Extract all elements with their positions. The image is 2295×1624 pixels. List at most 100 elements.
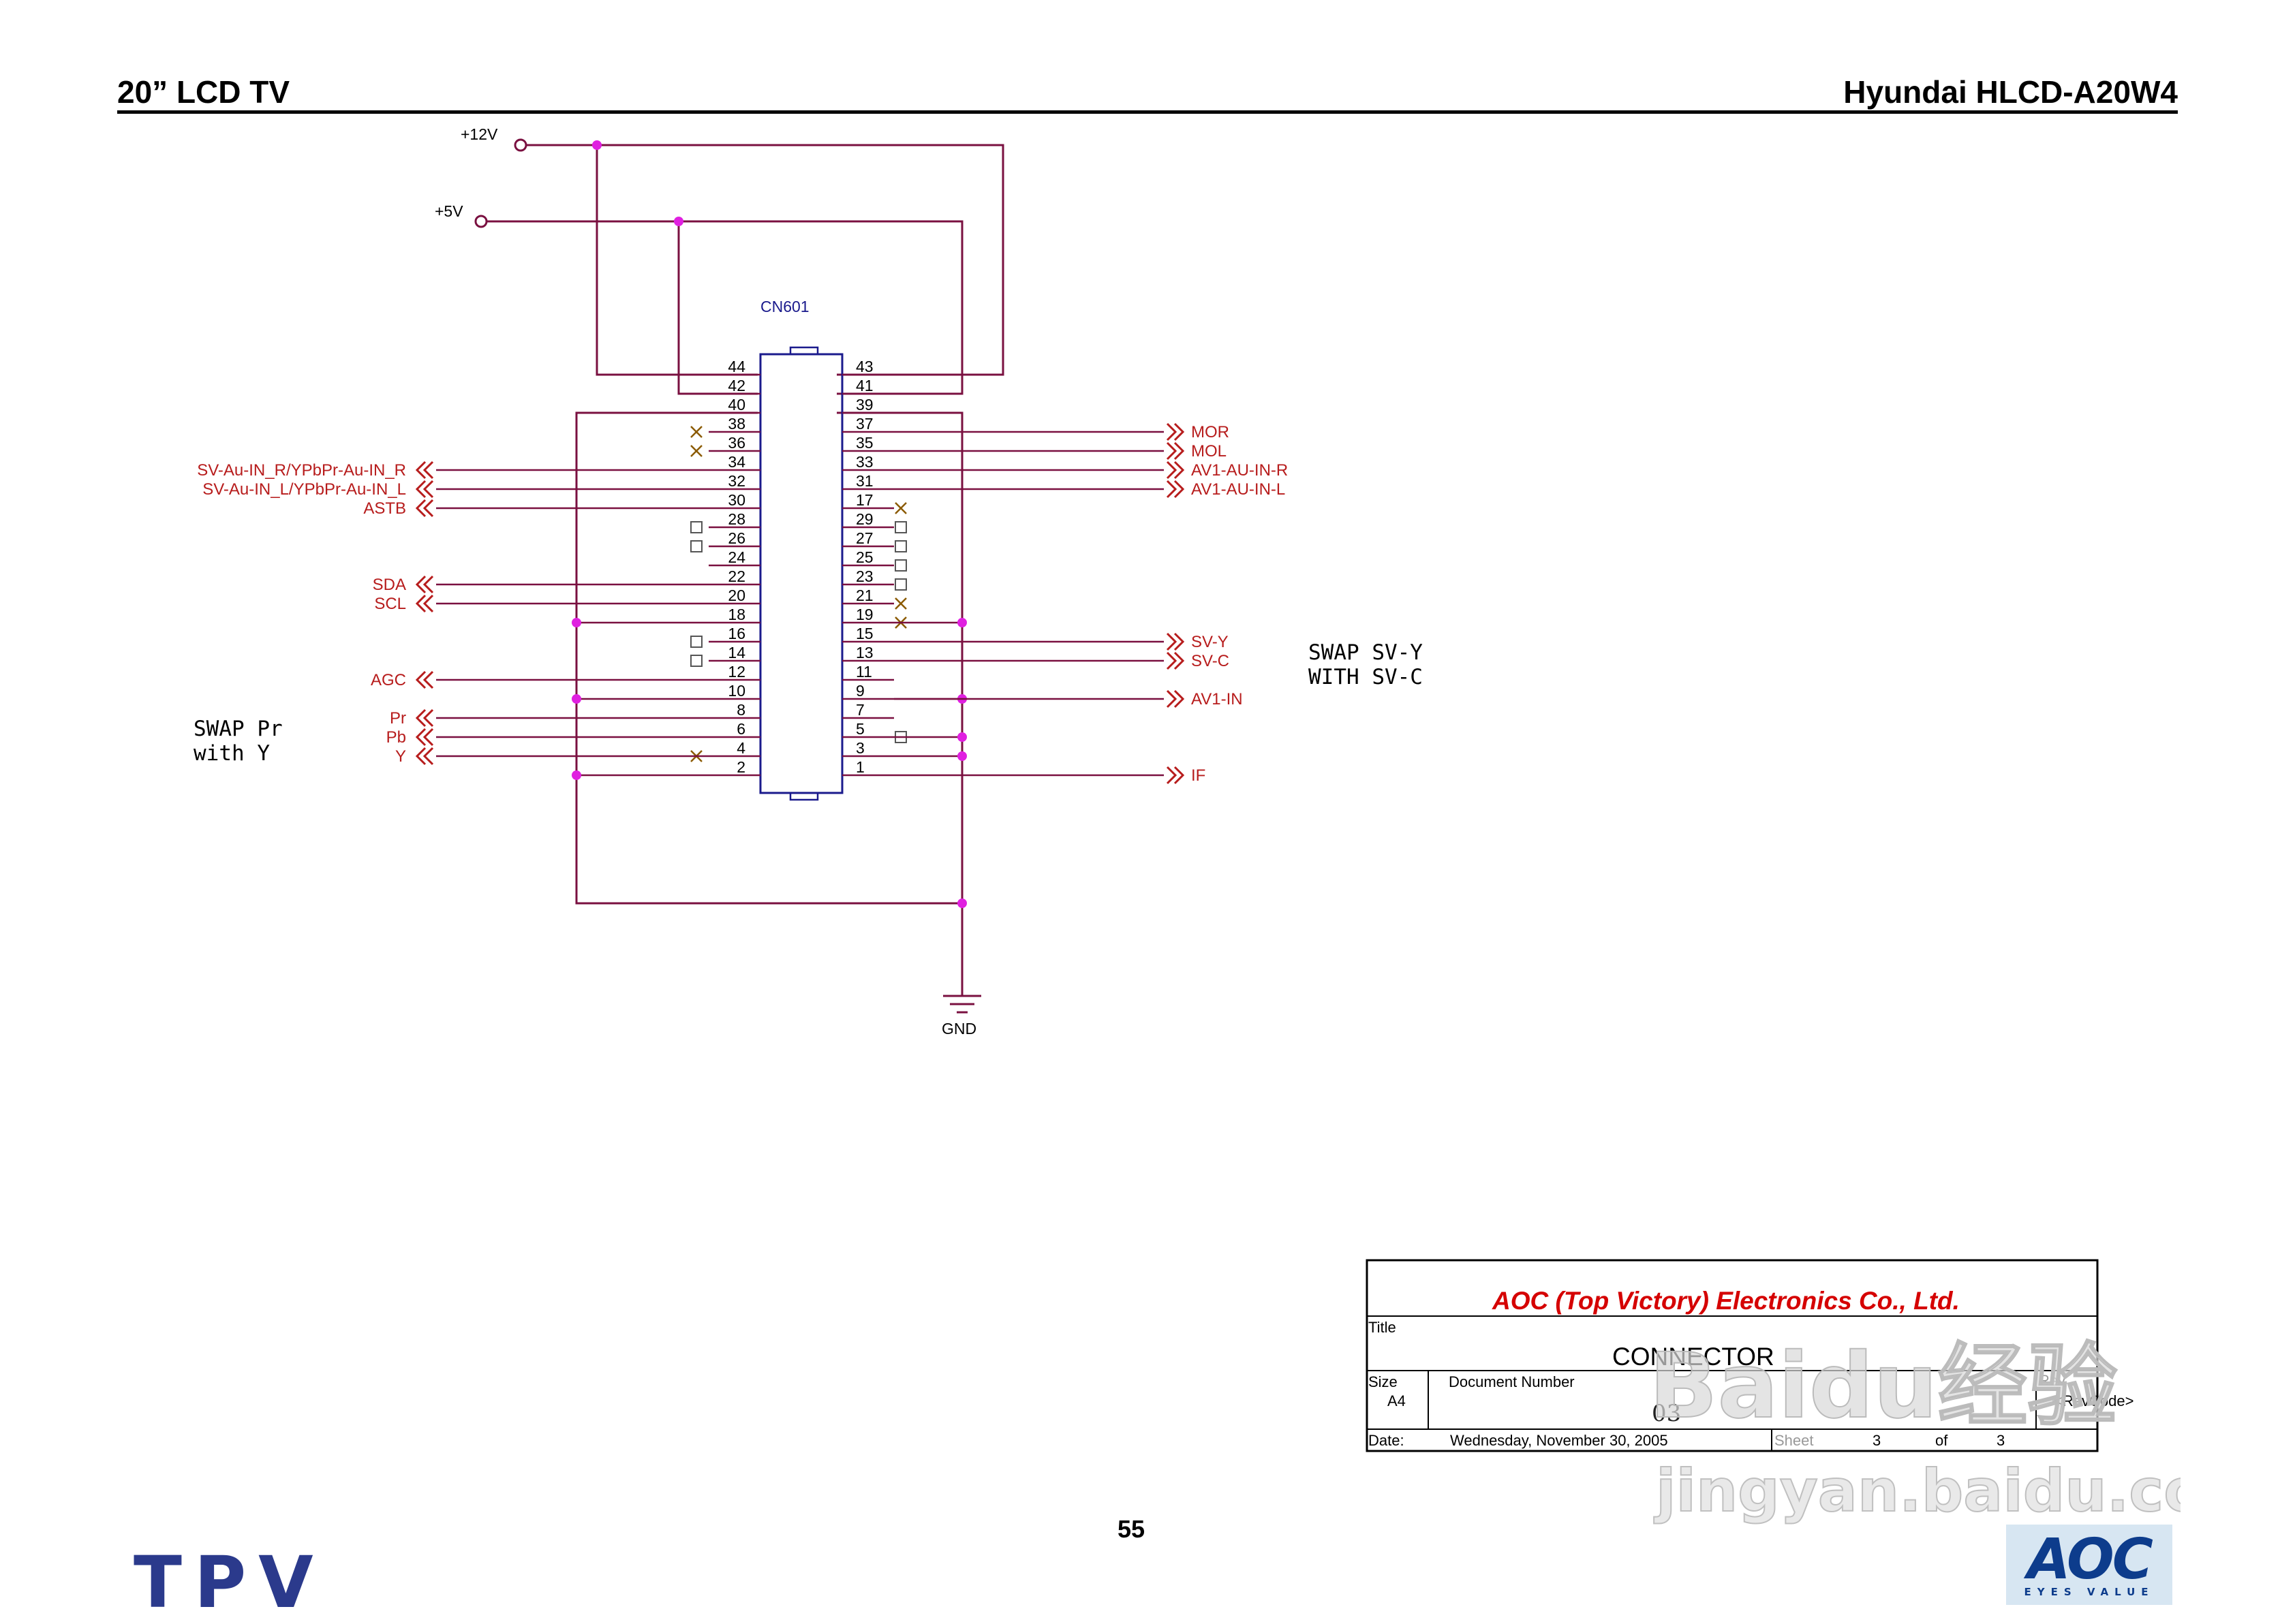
note-swap-sv-line1: SWAP SV-Y [1308,640,1423,665]
title-block-date: Wednesday, November 30, 2005 [1450,1432,1668,1449]
title-block-title-caption: Title [1368,1319,1396,1336]
pin-number-right: 21 [856,587,874,604]
signal-label-left: Y [395,747,406,766]
junction-dot [957,618,967,627]
junction-dot [957,899,967,908]
offpage-connector-icon [415,670,434,689]
note-swap-pr-line1: SWAP Pr [194,717,283,741]
signal-nets: SV-Au-IN_R/YPbPr-Au-IN_RSV-Au-IN_L/YPbPr… [197,422,1288,785]
pin-number-left: 14 [728,644,745,661]
note-swap-sv-line2: WITH SV-C [1308,665,1423,689]
offpage-connector-icon [415,728,434,747]
signal-label-right: AV1-IN [1191,690,1243,708]
pin-number-right: 1 [856,758,865,776]
pin-number-left: 30 [728,491,745,509]
pin-number-left: 34 [728,453,745,471]
watermark-line2: jingyan.baidu.com [1654,1457,2181,1525]
no-connect-mark [690,445,703,457]
pin-number-right: 43 [856,358,874,375]
junction-dot [572,618,581,627]
pin-number-right: 39 [856,396,874,413]
open-pin-mark [895,578,907,591]
ground-network: GND [575,411,981,1037]
pin-number-left: 12 [728,663,745,681]
title-block-date-caption: Date: [1368,1432,1404,1449]
signal-label-left: SCL [374,595,406,613]
pin-number-right: 9 [856,682,865,700]
pin-number-left: 36 [728,434,745,452]
junction-dot [957,732,967,742]
pin-number-right: 33 [856,453,874,471]
signal-label-left: SDA [373,576,406,594]
pin-number-right: 7 [856,701,865,719]
pin-number-right: 29 [856,510,874,528]
power-label-5v: +5V [435,202,463,220]
connector-cn601: CN601 [759,298,844,801]
offpage-connector-icon [1166,632,1185,651]
connector-pins: 4442403836343230282624222018161412108642… [572,358,967,780]
pin-number-left: 24 [728,548,745,566]
pin-number-left: 42 [728,377,745,394]
open-pin-mark [690,521,703,533]
signal-label-left: Pb [386,728,406,747]
pin-number-left: 8 [737,701,745,719]
title-block-sheet-total: 3 [1997,1432,2005,1449]
offpage-connector-icon [1166,651,1185,670]
junction-dot [957,751,967,761]
pin-number-right: 31 [856,472,874,490]
ground-label: GND [942,1020,976,1037]
pin-number-right: 23 [856,567,874,585]
baidu-watermark: Baidu经验 jingyan.baidu.com [1648,1333,2181,1526]
pin-number-right: 41 [856,377,874,394]
pin-number-right: 11 [856,663,872,681]
offpage-connector-icon [415,499,434,518]
pin-number-right: 25 [856,548,874,566]
pin-number-left: 16 [728,625,745,642]
open-pin-mark [895,540,907,552]
tpv-logo: TPV [134,1541,326,1624]
title-block-sheet-caption: Sheet [1774,1432,1814,1449]
signal-label-left: Pr [390,709,406,728]
pin-number-right: 27 [856,529,874,547]
pin-number-left: 22 [728,567,745,585]
pin-number-left: 38 [728,415,745,433]
signal-label-right: IF [1191,766,1205,785]
pin-number-right: 13 [856,644,874,661]
aoc-logo: AOC EYES VALUE [2006,1525,2172,1605]
page-number: 55 [1118,1515,1145,1543]
connector-reference: CN601 [760,298,810,315]
pin-number-left: 4 [737,739,745,757]
header-product-title: 20” LCD TV [117,74,290,110]
signal-label-right: SV-C [1191,652,1229,670]
pin-number-left: 40 [728,396,745,413]
signal-label-left: SV-Au-IN_R/YPbPr-Au-IN_R [197,461,406,480]
offpage-connector-icon [1166,766,1185,785]
signal-label-right: AV1-AU-IN-R [1191,461,1288,480]
title-block-size: A4 [1387,1392,1406,1409]
open-pin-mark [895,559,907,572]
open-pin-mark [690,540,703,552]
pin-number-right: 5 [856,720,865,738]
junction-dot [572,694,581,704]
open-pin-mark [895,521,907,533]
offpage-connector-icon [1166,480,1185,499]
power-rail-5v: +5V [435,202,964,395]
title-block-size-caption: Size [1368,1373,1398,1390]
pin-number-left: 44 [728,358,745,375]
signal-label-right: AV1-AU-IN-L [1191,480,1285,499]
offpage-connector-icon [415,747,434,766]
power-rail-12v: +12V [461,125,1004,376]
signal-label-right: MOR [1191,423,1229,441]
no-connect-mark [895,597,907,610]
signal-label-right: SV-Y [1191,633,1229,651]
open-pin-mark [690,636,703,648]
pin-number-left: 28 [728,510,745,528]
title-block-rev: <RevCode> [2054,1392,2134,1409]
pin-number-right: 15 [856,625,874,642]
offpage-connector-icon [1166,441,1185,460]
annotation-swap-sv: SWAP SV-Y WITH SV-C [1308,640,1423,689]
offpage-connector-icon [1166,460,1185,480]
note-swap-pr-line2: with Y [194,741,270,766]
pin-number-right: 35 [856,434,874,452]
